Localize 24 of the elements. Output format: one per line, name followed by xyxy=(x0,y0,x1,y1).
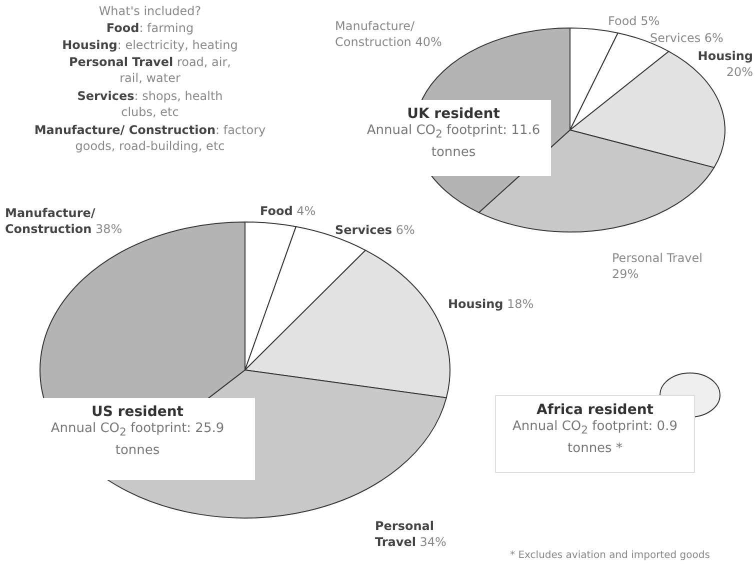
slice-label: Personal Travel 29% xyxy=(612,250,704,282)
caption-heading: UK resident xyxy=(406,106,501,122)
slice-label: Manufacture/ Construction 38% xyxy=(5,205,124,237)
footnote: * Excludes aviation and imported goods xyxy=(509,549,711,563)
caption-text: Annual CO$_{2}$ footprint: 25.9 tonnes xyxy=(50,420,226,460)
slice-label: Manufacture/ Construction 40% xyxy=(335,18,443,50)
legend-text: Food: farming xyxy=(105,20,195,36)
caption-text: Annual CO$_{2}$ footprint: 0.9 tonnes * xyxy=(512,418,678,458)
slice-label: Housing 18% xyxy=(448,296,535,312)
caption-box xyxy=(495,395,695,473)
legend-heading: What's included? xyxy=(98,3,202,19)
slice-label: Personal Travel 34% xyxy=(375,518,448,550)
slice-label: Services 6% xyxy=(650,30,724,46)
caption-heading: Africa resident xyxy=(536,402,654,418)
legend-text: Manufacture/ Construction: factory goods, road-building, etc xyxy=(33,122,267,154)
legend-text: Services: shops, health clubs, etc xyxy=(76,88,224,120)
legend-text: Housing: electricity, heating xyxy=(61,37,239,53)
caption-heading: US resident xyxy=(90,404,185,420)
slice-label: Housing 20% xyxy=(696,48,753,80)
legend-text: Personal Travel road, air, rail, water xyxy=(68,54,232,86)
slice-label: Food 4% xyxy=(260,203,317,219)
slice-label: Food 5% xyxy=(608,13,661,29)
caption-text: Annual CO$_{2}$ footprint: 11.6 tonnes xyxy=(366,122,542,162)
slice-label: Services 6% xyxy=(335,222,416,238)
